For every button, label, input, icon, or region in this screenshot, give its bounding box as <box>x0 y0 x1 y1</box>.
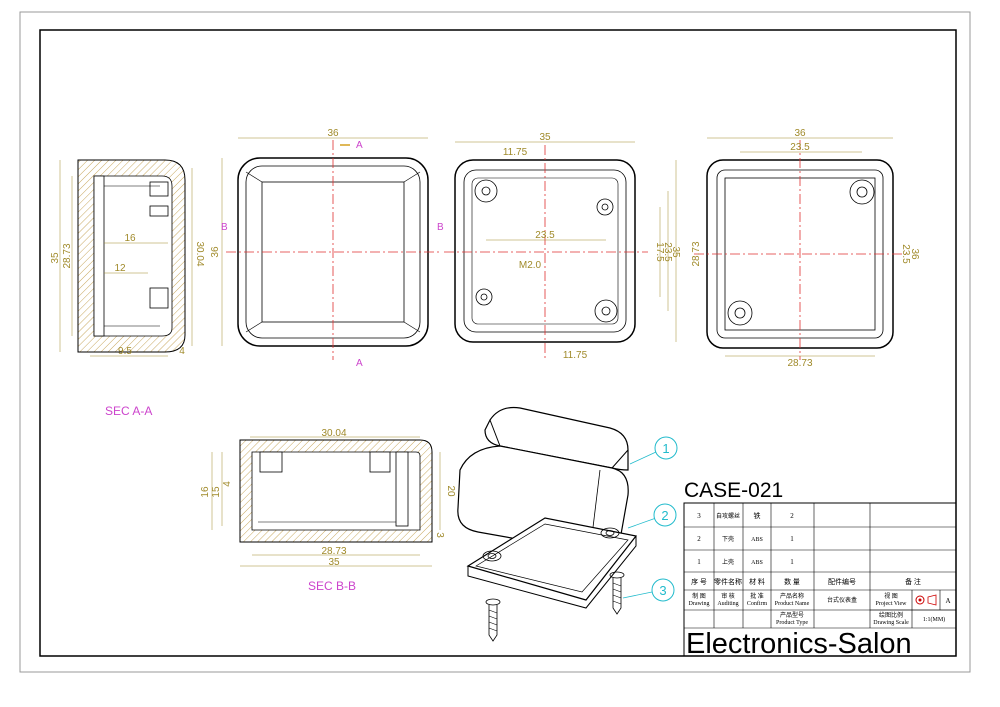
dim-right-36v: 36 <box>909 248 920 260</box>
row2-qty: 1 <box>790 535 794 543</box>
auditing-en: Auditing <box>717 601 738 607</box>
row2-material: ABS <box>751 537 763 543</box>
exploded-3d-view: 1 2 3 <box>457 406 678 642</box>
confirm-cn: 批 准 <box>750 592 764 600</box>
row1-qty: 1 <box>790 558 794 566</box>
hdr-material: 材 料 <box>749 577 765 586</box>
marker-a-bottom: A <box>356 358 363 369</box>
scale-value: 1:1(MM) <box>923 616 945 623</box>
view-letter: A <box>945 597 950 605</box>
dim-right-2873b: 28.73 <box>787 358 812 369</box>
dim-back-1175-top: 11.75 <box>503 147 528 158</box>
dim-back-235: 23.5 <box>535 230 555 241</box>
product-name-value: 台式仪表盒 <box>827 596 857 604</box>
dim-secb-35: 35 <box>328 557 340 568</box>
dim-right-235v: 23.5 <box>900 244 911 264</box>
auditing-cn: 审 核 <box>721 592 735 600</box>
dim-seca-2873: 28.73 <box>62 243 73 268</box>
balloon-3: 3 <box>659 583 666 598</box>
dim-secb-4: 4 <box>222 481 233 487</box>
confirm-en: Confirm <box>747 600 768 607</box>
dim-back-1175-bot: 11.75 <box>563 350 588 361</box>
marker-b-right: B <box>437 222 444 233</box>
balloon-1: 1 <box>662 441 669 456</box>
marker-b-left: B <box>221 222 228 233</box>
dim-seca-4: 4 <box>179 346 185 357</box>
dim-right-2873: 28.73 <box>691 241 702 266</box>
dim-secb-3004: 30.04 <box>321 428 346 439</box>
product-name-en: Product Name <box>775 601 810 607</box>
scale-cn: 绘图比例 <box>879 611 903 619</box>
dim-seca-12: 12 <box>114 263 126 274</box>
row3-no: 3 <box>697 512 701 520</box>
hdr-qty: 数 量 <box>784 577 800 586</box>
project-view-cn: 视 图 <box>884 592 898 600</box>
marker-a-top: A <box>356 140 363 151</box>
row2-name: 下壳 <box>722 535 734 543</box>
row3-qty: 2 <box>790 512 794 520</box>
dim-seca-16: 16 <box>124 233 136 244</box>
row1-name: 上壳 <box>722 558 734 566</box>
dim-right-235: 23.5 <box>790 142 810 153</box>
dim-seca-3004: 30.04 <box>194 241 205 266</box>
dim-back-35v: 35 <box>670 246 681 258</box>
section-a-a-view: 35 28.73 30.04 16 12 9.5 4 <box>50 159 205 357</box>
dim-secb-3: 3 <box>434 532 445 538</box>
inner-border <box>39 29 957 657</box>
hdr-note: 备 注 <box>905 577 921 586</box>
title-block: 3 自攻螺丝 铁 2 2 下壳 ABS 1 1 上壳 ABS 1 序 号 零件名… <box>683 502 957 660</box>
dim-front-36h: 36 <box>210 246 221 258</box>
drawing-title: CASE-021 <box>684 479 783 502</box>
project-view-en: Project View <box>875 601 907 607</box>
dim-right-36: 36 <box>794 128 806 139</box>
row1-material: ABS <box>751 560 763 566</box>
section-a-a-label: SEC A-A <box>105 404 152 418</box>
section-b-b-label: SEC B-B <box>308 579 356 593</box>
dim-secb-16: 16 <box>200 486 211 498</box>
product-type-cn: 产品型号 <box>780 611 804 619</box>
projection-symbol-icon <box>915 594 937 606</box>
dim-back-175: 17.5 <box>654 242 665 262</box>
hdr-no: 序 号 <box>691 577 707 586</box>
dim-secb-2873: 28.73 <box>321 546 346 557</box>
row3-name: 自攻螺丝 <box>716 512 740 520</box>
back-view: 35 11.75 23.5 M2.0 11.75 17.5 23.5 35 <box>444 132 681 361</box>
section-b-b-view: 30.04 16 15 4 20 3 28.73 35 <box>200 428 456 568</box>
dim-seca-95: 9.5 <box>118 346 132 357</box>
front-view: 36 36 A A B B <box>210 128 444 369</box>
dim-back-35: 35 <box>539 132 551 143</box>
drawing-en: Drawing <box>689 601 710 607</box>
hdr-code: 配件编号 <box>828 577 856 586</box>
dim-seca-35: 35 <box>50 252 61 264</box>
row2-no: 2 <box>697 535 701 543</box>
dim-back-235v: 23.5 <box>662 242 673 262</box>
dim-secb-20: 20 <box>445 485 456 497</box>
balloon-2: 2 <box>661 508 668 523</box>
drawing-cn: 制 图 <box>692 592 706 600</box>
dim-front-36w: 36 <box>327 128 339 139</box>
scale-en: Drawing Scale <box>873 620 909 626</box>
product-type-en: Product Type <box>776 620 808 626</box>
lid-inside-view: 36 23.5 28.73 23.5 36 28.73 <box>691 128 920 369</box>
row3-material: 铁 <box>754 511 761 520</box>
dim-secb-15: 15 <box>211 486 222 498</box>
dim-back-m2: M2.0 <box>519 260 542 271</box>
hdr-name: 零件名称 <box>714 577 742 586</box>
outer-border <box>19 11 971 673</box>
brand-name: Electronics-Salon <box>686 628 912 660</box>
product-name-cn: 产品名称 <box>780 592 804 600</box>
row1-no: 1 <box>697 558 701 566</box>
